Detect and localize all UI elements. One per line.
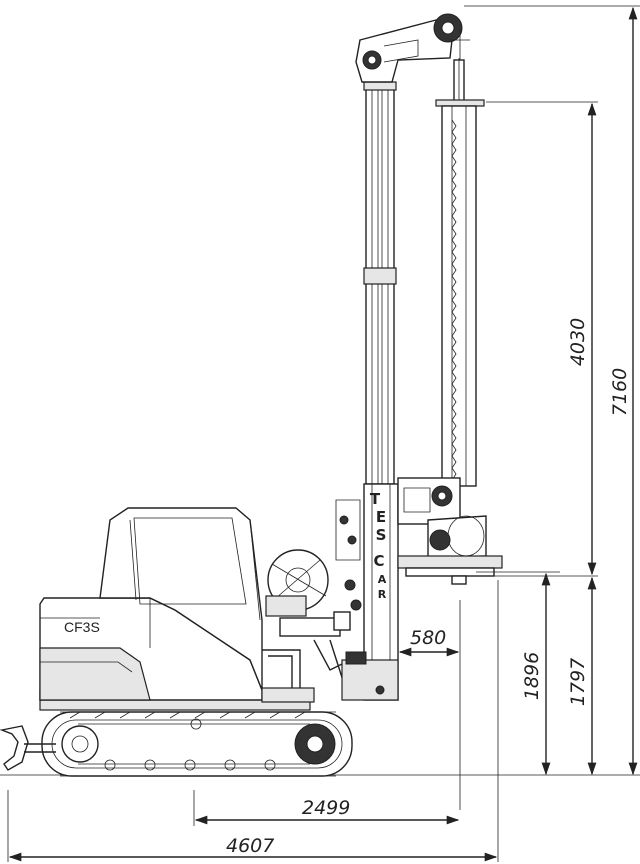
- dim-base-height-label: 1797: [567, 658, 589, 706]
- svg-text:C: C: [373, 552, 384, 570]
- svg-text:E: E: [376, 508, 386, 526]
- dim-overall-length-label: 4607: [226, 835, 274, 857]
- brand-label: T E S C A R: [370, 490, 387, 601]
- winch-assembly: [265, 499, 362, 691]
- dim-rear-to-center-label: 2499: [302, 797, 350, 819]
- track-undercarriage: [41, 711, 353, 777]
- model-label: CF3S: [64, 619, 100, 635]
- dimension-lines: [7, 5, 640, 862]
- svg-text:A: A: [378, 573, 387, 586]
- dim-reach-height-label: 1896: [521, 652, 543, 700]
- dim-mast-stroke-label: 4030: [567, 318, 589, 366]
- rotary-head: [397, 477, 503, 585]
- svg-text:T: T: [370, 490, 381, 508]
- dim-overall-height-label: 7160: [609, 368, 631, 416]
- dozer-blade: [0, 725, 56, 771]
- drill-string: [435, 58, 485, 487]
- track-rollers: [104, 759, 276, 771]
- upper-body: [39, 507, 315, 711]
- mast-head: [355, 13, 470, 83]
- svg-text:S: S: [376, 526, 387, 544]
- mast: [341, 81, 399, 701]
- idler-wheel: [61, 725, 99, 763]
- dim-front-offset-label: 580: [410, 627, 446, 649]
- svg-text:R: R: [378, 588, 387, 601]
